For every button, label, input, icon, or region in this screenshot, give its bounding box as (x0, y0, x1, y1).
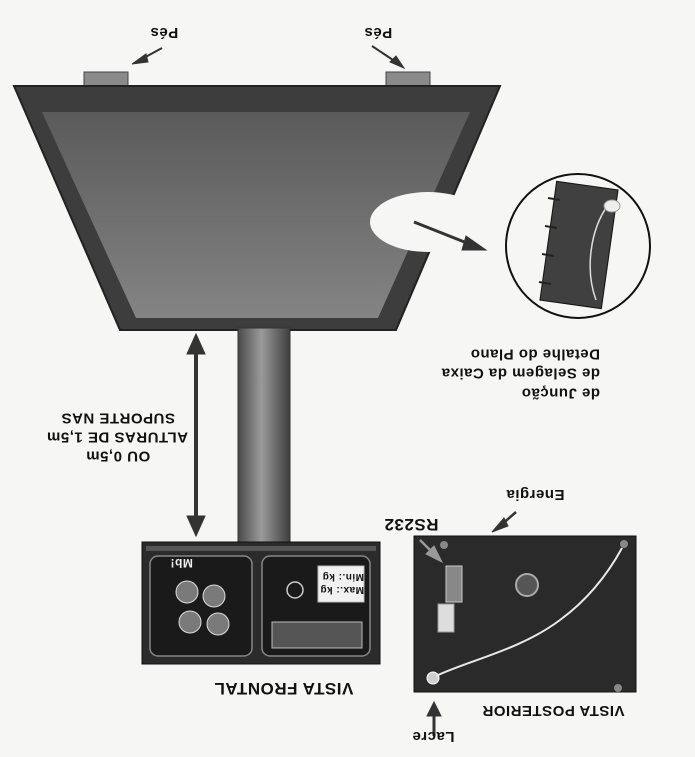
brand-seal (286, 581, 304, 599)
key-1 (175, 580, 199, 604)
support-line-1: SUPORTE NAS (61, 409, 175, 427)
detail-line-1: Detalhe do Plano (470, 345, 600, 363)
front-panel (141, 541, 381, 665)
label-energia: Energia (506, 486, 565, 503)
support-pole (237, 327, 291, 547)
display-window (271, 621, 363, 649)
tray-inner (42, 112, 470, 318)
label-rs232: RS232 (384, 515, 439, 534)
label-detail: de Junção de Selagem da Caixa Detalhe do… (430, 344, 600, 403)
detail-line-2: de Selagem da Caixa (441, 365, 600, 382)
label-support-heights: OU 0,5m ALTURAS DE 1,5m SUPORTE NAS (46, 408, 188, 465)
support-line-2: ALTURAS DE 1,5m (46, 428, 188, 446)
capacity-label (317, 565, 365, 603)
label-pes-left: Pés (150, 24, 179, 41)
key-4 (206, 612, 230, 636)
label-vista-posterior: VISTA POSTERIOR (482, 702, 625, 719)
panel-min: Min.: kg (322, 571, 364, 582)
detail-circle (505, 173, 651, 319)
tray-cutout (370, 192, 486, 252)
key-2 (202, 584, 226, 608)
power-connector (515, 573, 539, 597)
panel-brand: Mb! (170, 556, 193, 570)
label-pes-right: Pés (364, 24, 393, 41)
panel-capacity-text: Max.: kg Min.: kg (318, 570, 364, 596)
key-3 (178, 610, 202, 634)
detail-line-3: de Junção (521, 384, 600, 402)
panel-max: Max.: kg (319, 584, 364, 595)
support-line-3: OU 0,5m (85, 447, 151, 465)
rs232-connector (445, 565, 463, 603)
label-vista-frontal: VISTA FRONTAL (214, 679, 354, 698)
rear-panel (413, 535, 637, 693)
label-lacre: Lacre (412, 728, 455, 745)
seal-wire (435, 547, 623, 677)
arrows (131, 45, 517, 736)
